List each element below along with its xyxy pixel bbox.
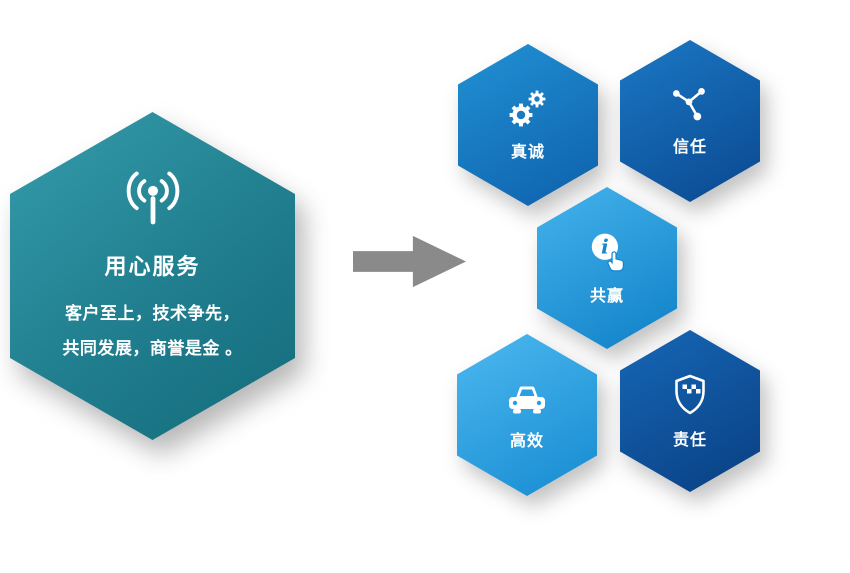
hexagon-zeren-face: 责任: [620, 330, 760, 492]
hexagon-xinren-face: 信任: [620, 40, 760, 202]
hexagon-gongying-face: i 共赢: [537, 187, 677, 349]
gears-icon: [506, 89, 550, 129]
antenna-broadcast-icon: [114, 169, 192, 243]
hexagon-gongying: i 共赢: [537, 187, 677, 349]
car-icon: [504, 380, 550, 418]
hexagon-label: 高效: [509, 432, 544, 450]
hexagon-label: 信任: [672, 138, 707, 156]
hexagon-zhencheng-face: 真诚: [458, 44, 598, 206]
hexagon-gaoxiao: 高效: [457, 334, 597, 496]
info-click-icon: i: [586, 231, 628, 273]
main-hexagon-face: 用心服务 客户至上，技术争先， 共同发展，商誉是金 。: [10, 112, 295, 440]
hexagon-label: 责任: [672, 431, 707, 449]
main-hexagon-body: 客户至上，技术争先， 共同发展，商誉是金 。: [62, 297, 242, 367]
main-hexagon-body-line1: 客户至上，技术争先，: [64, 304, 240, 324]
main-hexagon: 用心服务 客户至上，技术争先， 共同发展，商誉是金 。: [10, 112, 295, 440]
main-hexagon-title: 用心服务: [104, 254, 201, 280]
main-hexagon-body-line2: 共同发展，商誉是金 。: [62, 339, 243, 358]
right-block-arrow: [353, 235, 466, 288]
hexagon-xinren: 信任: [620, 40, 760, 202]
hexagon-label: 真诚: [510, 143, 545, 161]
hexagon-zeren: 责任: [620, 330, 760, 492]
hexagon-label: 共赢: [589, 287, 624, 305]
car-icon-hex: 高效: [457, 334, 597, 496]
shield-check-icon: [670, 373, 710, 417]
share-network-icon: [669, 86, 711, 124]
svg-text:i: i: [601, 234, 609, 258]
hexagon-zhencheng: 真诚: [458, 44, 598, 206]
